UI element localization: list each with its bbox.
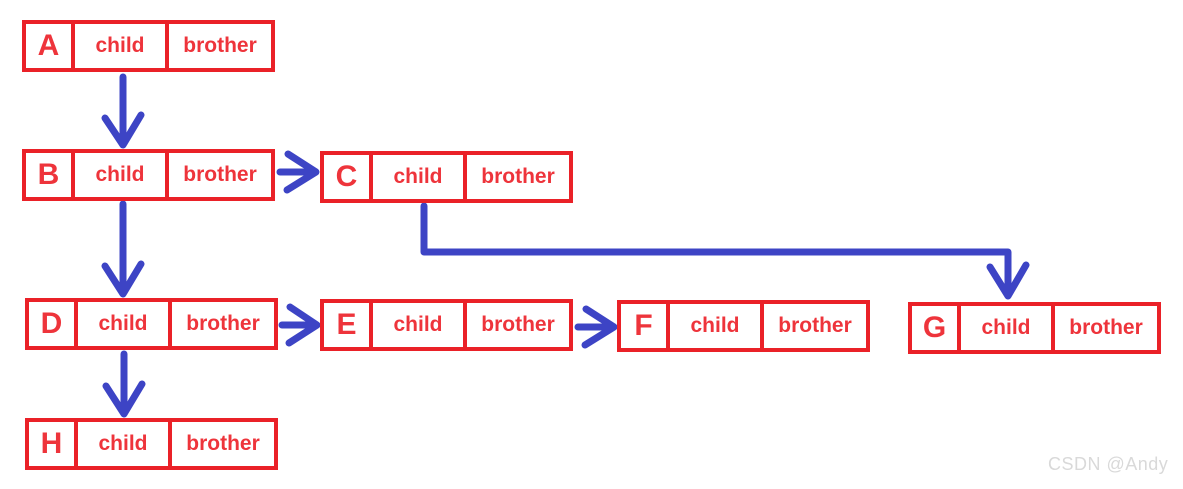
edge-c-child-to-g xyxy=(420,202,1030,300)
node-c-brother-field: brother xyxy=(481,165,555,188)
node-f: F child brother xyxy=(617,300,870,352)
edge-b-brother-to-c xyxy=(276,150,320,194)
node-d-letter: D xyxy=(29,302,78,346)
edge-b-child-to-d xyxy=(101,200,145,298)
node-a: A child brother xyxy=(22,20,275,72)
node-g-brother-field: brother xyxy=(1069,316,1143,339)
node-a-brother-field: brother xyxy=(183,34,257,57)
node-c-letter: C xyxy=(324,155,373,199)
node-f-brother-field: brother xyxy=(778,314,852,337)
node-b: B child brother xyxy=(22,149,275,201)
node-h-child-field: child xyxy=(78,422,172,466)
node-g-child-field: child xyxy=(961,306,1055,350)
node-a-letter: A xyxy=(26,24,75,68)
node-d-child-field: child xyxy=(78,302,172,346)
node-b-letter: B xyxy=(26,153,75,197)
node-g-letter: G xyxy=(912,306,961,350)
node-a-child-field: child xyxy=(75,24,169,68)
node-e-brother-field: brother xyxy=(481,313,555,336)
node-e-child-field: child xyxy=(373,303,467,347)
node-h-brother-field: brother xyxy=(186,432,260,455)
node-g: G child brother xyxy=(908,302,1161,354)
node-c: C child brother xyxy=(320,151,573,203)
node-b-brother-field: brother xyxy=(183,163,257,186)
edge-d-child-to-h xyxy=(102,350,146,418)
node-c-child-field: child xyxy=(373,155,467,199)
node-b-child-field: child xyxy=(75,153,169,197)
edge-a-child-to-b xyxy=(101,73,145,149)
edge-e-brother-to-f xyxy=(574,305,618,349)
node-d: D child brother xyxy=(25,298,278,350)
node-f-letter: F xyxy=(621,304,670,348)
node-d-brother-field: brother xyxy=(186,312,260,335)
node-e: E child brother xyxy=(320,299,573,351)
node-e-letter: E xyxy=(324,303,373,347)
node-h: H child brother xyxy=(25,418,278,470)
edge-d-brother-to-e xyxy=(278,303,321,347)
watermark-text: CSDN @Andy xyxy=(1048,454,1169,474)
node-f-child-field: child xyxy=(670,304,764,348)
node-h-letter: H xyxy=(29,422,78,466)
